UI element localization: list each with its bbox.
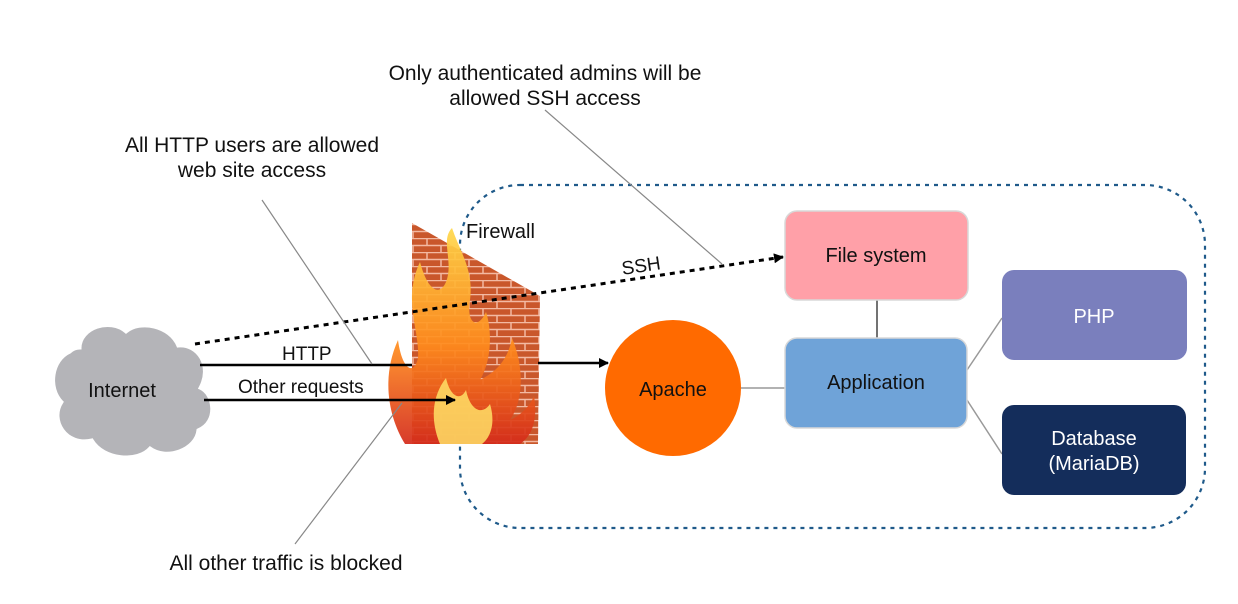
apache-label: Apache [639, 379, 707, 401]
firewall-label: Firewall [466, 221, 535, 243]
php-label: PHP [1073, 306, 1114, 328]
database-label-line1: Database [1051, 428, 1137, 450]
http-users-annotation-line2: web site access [177, 159, 326, 182]
firewall-icon [388, 223, 540, 444]
internet-cloud [52, 323, 214, 459]
http-users-callout-line [261, 199, 373, 365]
file-system-label: File system [825, 245, 926, 267]
application-to-database-connector [966, 399, 1003, 455]
application-label: Application [827, 372, 925, 394]
apache-node [605, 320, 741, 456]
other-requests-label: Other requests [238, 377, 364, 398]
internet-label: Internet [88, 380, 156, 402]
http-users-annotation-line1: All HTTP users are allowed [125, 134, 379, 157]
blocked-callout-line [294, 402, 403, 545]
ssh-admins-annotation-line2: allowed SSH access [449, 87, 640, 110]
ssh-admins-callout-line [544, 109, 723, 265]
ssh-admins-annotation-line1: Only authenticated admins will be [389, 62, 702, 85]
file-system-node [784, 210, 969, 301]
ssh-edge-label: SSH [620, 253, 662, 279]
database-label-line2: (MariaDB) [1048, 453, 1139, 475]
http-edge-label: HTTP [282, 344, 332, 365]
database-node [1002, 405, 1186, 495]
blocked-annotation: All other traffic is blocked [169, 552, 402, 575]
application-to-php-connector [966, 317, 1003, 371]
application-node [784, 337, 968, 429]
php-node [1002, 270, 1187, 360]
